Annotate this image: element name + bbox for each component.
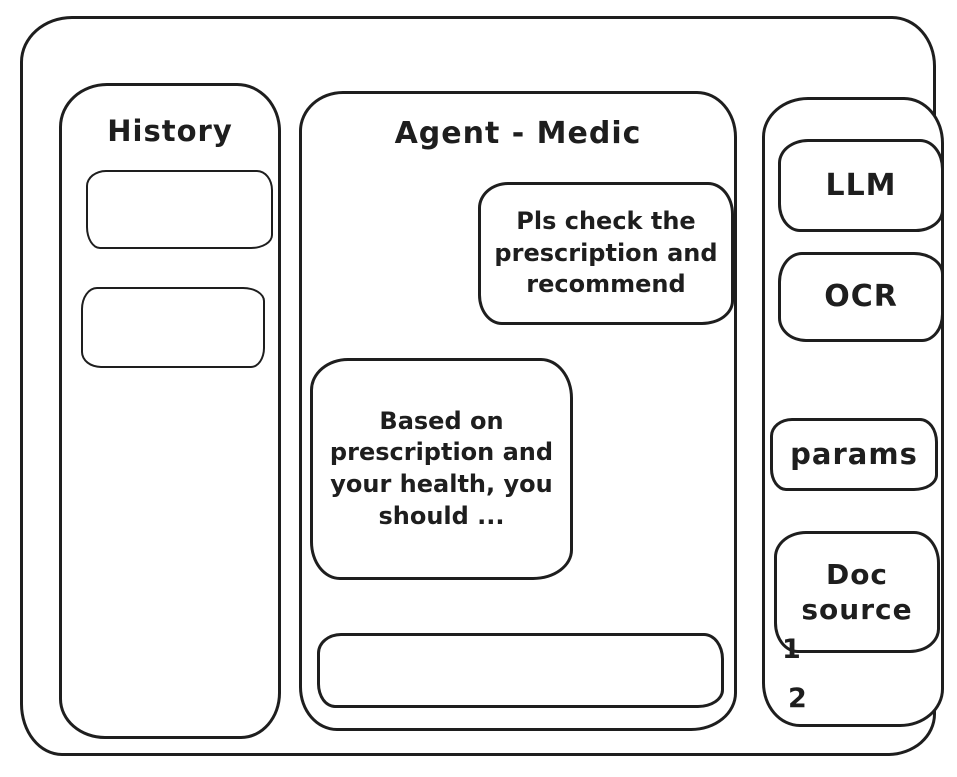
- user-message-bubble: Pls check the prescription and recommend: [478, 182, 734, 325]
- doc-source-item[interactable]: 1: [782, 634, 801, 665]
- assistant-message-text: Based on prescription and your health, y…: [329, 406, 554, 530]
- params-button[interactable]: params: [770, 418, 938, 491]
- chat-panel-title: Agent - Medic: [394, 116, 642, 151]
- llm-button-label: LLM: [825, 167, 897, 203]
- llm-button[interactable]: LLM: [778, 139, 944, 232]
- chat-panel: Agent - Medic Pls check the prescription…: [299, 91, 737, 731]
- tools-panel: LLM OCR params Doc source 1 2: [762, 97, 944, 727]
- user-message-text: Pls check the prescription and recommend: [494, 206, 718, 299]
- history-panel: History: [59, 83, 281, 739]
- doc-source-button-label: Doc source: [801, 558, 913, 626]
- chat-input[interactable]: [317, 633, 724, 708]
- history-item[interactable]: [81, 287, 265, 368]
- history-panel-title: History: [107, 114, 233, 148]
- params-button-label: params: [790, 437, 918, 472]
- doc-source-list: 1 2: [782, 636, 807, 734]
- history-item[interactable]: [86, 170, 273, 249]
- doc-source-button[interactable]: Doc source: [774, 531, 940, 653]
- ocr-button-label: OCR: [824, 279, 898, 315]
- assistant-message-bubble: Based on prescription and your health, y…: [310, 358, 573, 580]
- ocr-button[interactable]: OCR: [778, 252, 944, 342]
- app-window-frame: History Agent - Medic Pls check the pres…: [20, 16, 944, 756]
- doc-source-item[interactable]: 2: [788, 683, 807, 714]
